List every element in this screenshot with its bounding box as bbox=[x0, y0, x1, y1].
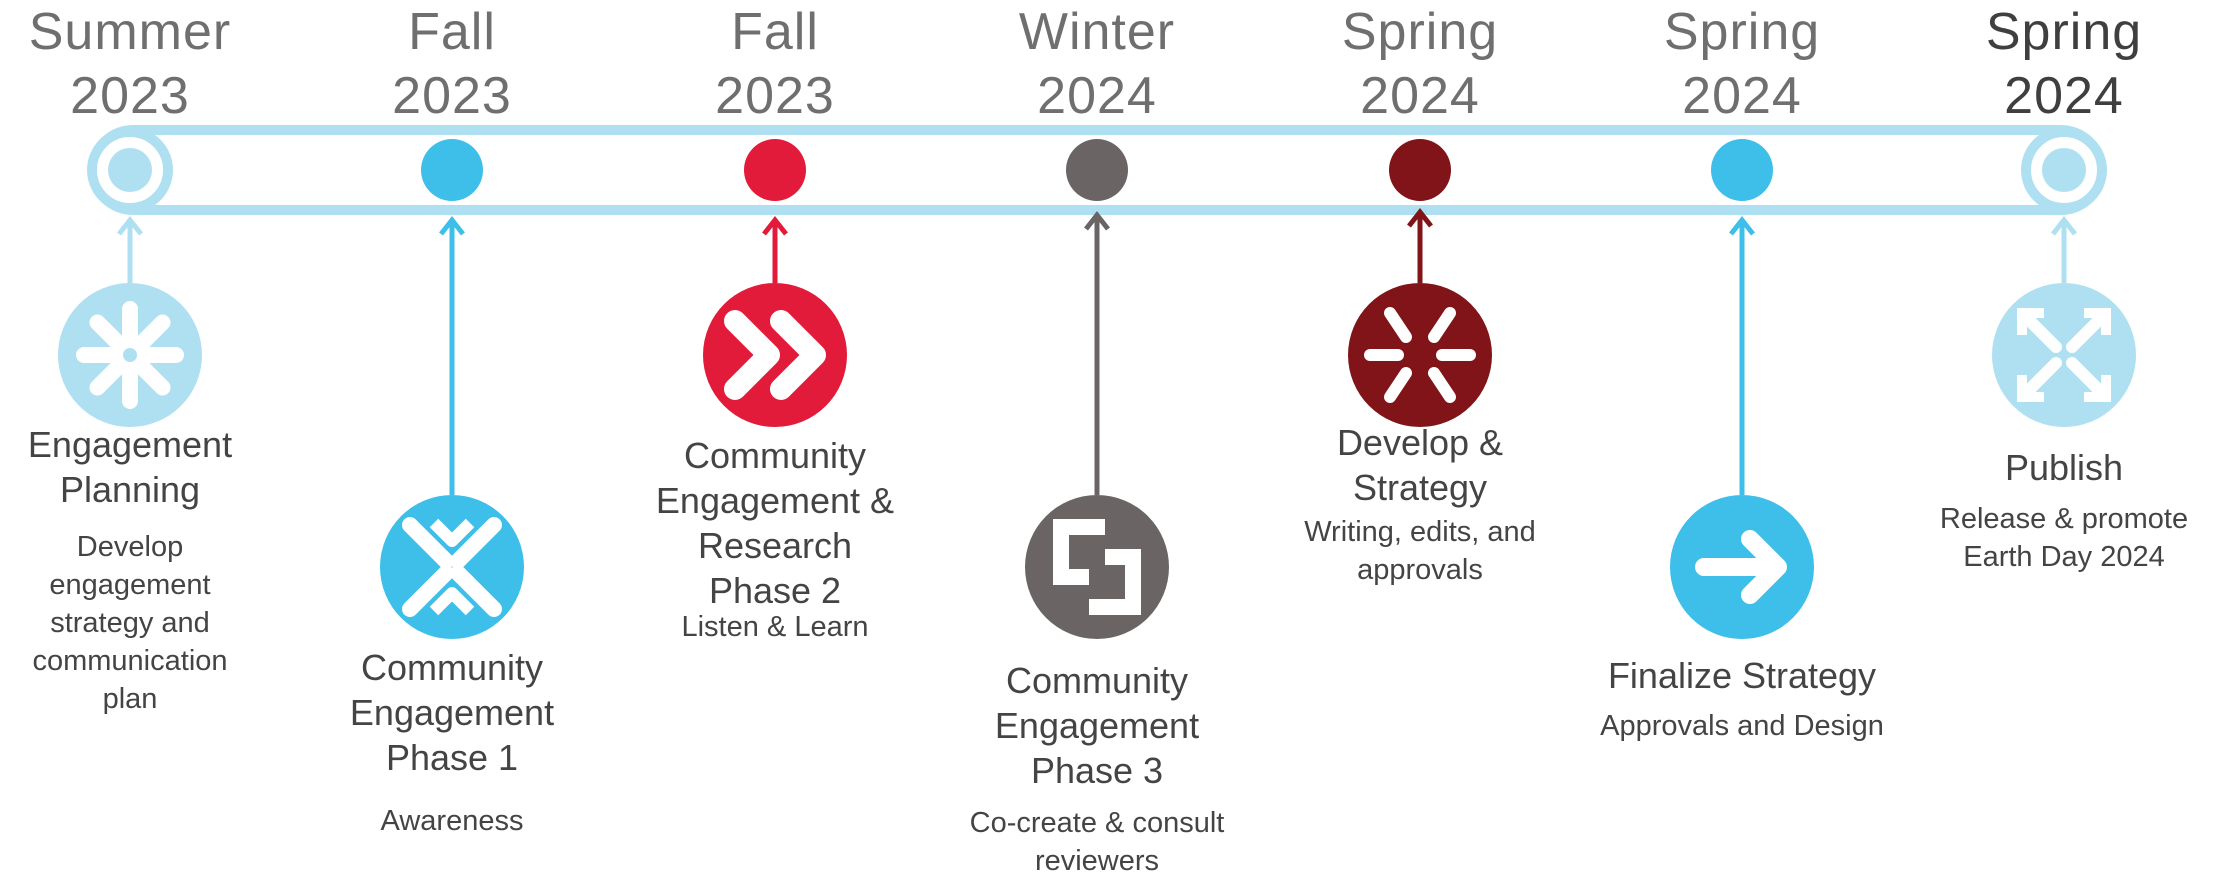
milestone-description: Writing, edits, and approvals bbox=[1304, 516, 1536, 586]
timeline-node-center bbox=[108, 148, 152, 192]
milestone bbox=[1992, 127, 2136, 427]
asterisk-icon bbox=[58, 283, 202, 427]
milestone-season: Spring 2024 bbox=[1985, 3, 2143, 125]
timeline-node bbox=[1066, 139, 1128, 201]
connector-arrowhead bbox=[117, 215, 143, 236]
milestone-season: Fall 2023 bbox=[715, 3, 835, 125]
milestone-description: Awareness bbox=[380, 805, 524, 837]
converging-arrows-icon bbox=[380, 495, 524, 639]
milestone-title: Community Engagement Phase 3 bbox=[994, 660, 1200, 791]
milestone bbox=[1348, 139, 1492, 427]
milestone-season: Spring 2024 bbox=[1341, 3, 1499, 125]
timeline-node-center bbox=[2042, 148, 2086, 192]
connector-arrowhead bbox=[2051, 215, 2077, 236]
milestone-description: Approvals and Design bbox=[1600, 710, 1884, 742]
milestone bbox=[1025, 139, 1169, 639]
double-chevron-icon bbox=[703, 283, 847, 427]
milestone-season: Winter 2024 bbox=[1018, 3, 1176, 125]
connector-arrowhead bbox=[1729, 215, 1755, 236]
milestone-title: Publish bbox=[2004, 447, 2124, 488]
connector-arrowhead bbox=[439, 215, 465, 236]
expand-arrows-icon bbox=[1992, 283, 2136, 427]
timeline-node bbox=[1389, 139, 1451, 201]
milestone-title: Community Engagement & Research Phase 2 bbox=[655, 435, 895, 611]
milestone bbox=[703, 139, 847, 427]
interlock-icon bbox=[1025, 495, 1169, 639]
milestone-season: Spring 2024 bbox=[1663, 3, 1821, 125]
connector-arrowhead bbox=[1407, 207, 1433, 228]
milestone-title: Engagement Planning bbox=[27, 424, 233, 510]
milestone-description: Listen & Learn bbox=[681, 611, 869, 643]
timeline-node bbox=[421, 139, 483, 201]
timeline-node bbox=[1711, 139, 1773, 201]
milestone-title: Finalize Strategy bbox=[1607, 655, 1877, 696]
milestone-title: Community Engagement Phase 1 bbox=[349, 647, 555, 778]
connector-arrowhead bbox=[1084, 210, 1110, 231]
milestone bbox=[380, 139, 524, 639]
milestone-description: Co-create & consult reviewers bbox=[969, 807, 1225, 877]
timeline-node bbox=[744, 139, 806, 201]
milestone-season: Fall 2023 bbox=[392, 3, 512, 125]
arrow-right-icon bbox=[1670, 495, 1814, 639]
milestone-description: Release & promote Earth Day 2024 bbox=[1939, 503, 2189, 573]
milestone-description: Develop engagement strategy and communic… bbox=[32, 531, 228, 715]
milestone bbox=[1670, 139, 1814, 639]
milestone-season: Summer 2023 bbox=[28, 3, 232, 125]
spark-icon bbox=[1348, 283, 1492, 427]
milestone-title: Develop & Strategy bbox=[1336, 422, 1504, 508]
milestone bbox=[58, 127, 202, 427]
connector-arrowhead bbox=[762, 215, 788, 236]
